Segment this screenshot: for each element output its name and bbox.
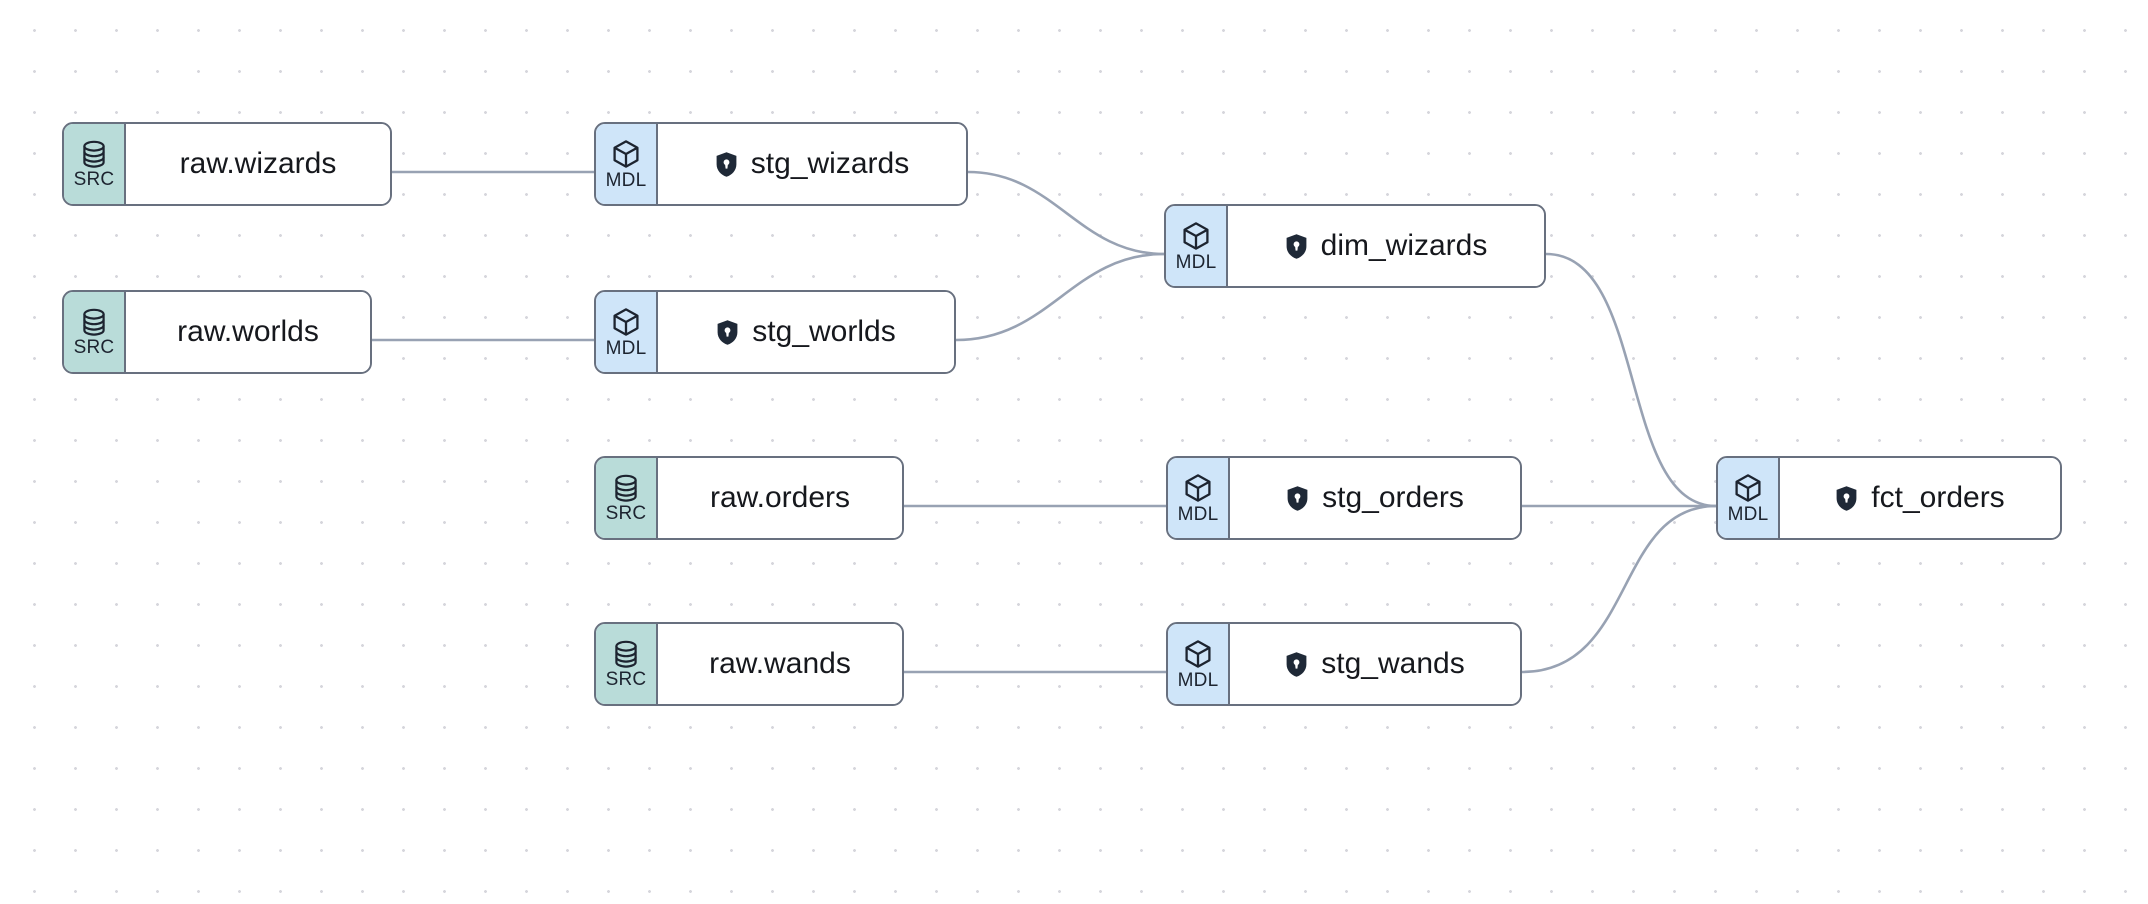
cube-icon [1185, 473, 1211, 502]
node-body: stg_orders [1230, 458, 1520, 538]
node-type-badge-mdl: MDL [1168, 458, 1230, 538]
edge-dim-wizards-to-fct-orders [1544, 252, 1718, 508]
node-type-badge-mdl: MDL [1166, 206, 1228, 286]
shield-lock-icon [1286, 233, 1307, 259]
node-type-badge-src: SRC [596, 624, 658, 704]
database-icon [83, 308, 105, 336]
badge-label: MDL [1177, 669, 1219, 691]
node-type-badge-mdl: MDL [1718, 458, 1780, 538]
node-label: raw.wizards [179, 147, 337, 180]
cube-icon [613, 307, 639, 336]
badge-label: MDL [1727, 503, 1769, 525]
node-type-badge-src: SRC [596, 458, 658, 538]
edge-stg-wands-to-fct-orders [1520, 504, 1718, 674]
node-body: raw.wizards [126, 124, 390, 204]
database-icon [615, 640, 637, 668]
badge-label: SRC [605, 502, 647, 524]
node-label: stg_wands [1321, 647, 1465, 680]
node-type-badge-mdl: MDL [596, 124, 658, 204]
node-body: fct_orders [1780, 458, 2060, 538]
badge-label: SRC [73, 336, 115, 358]
cube-icon [1183, 221, 1209, 250]
node-body: raw.wands [658, 624, 902, 704]
node-raw-worlds[interactable]: SRC raw.worlds [62, 290, 372, 374]
edge-stg-wizards-to-dim-wizards [966, 170, 1166, 256]
node-label: fct_orders [1871, 481, 2005, 514]
node-body: raw.orders [658, 458, 902, 538]
cube-icon [1185, 639, 1211, 668]
badge-label: MDL [605, 337, 647, 359]
node-dim-wizards[interactable]: MDL dim_wizards [1164, 204, 1546, 288]
badge-label: SRC [73, 168, 115, 190]
node-stg-worlds[interactable]: MDL stg_worlds [594, 290, 956, 374]
node-type-badge-src: SRC [64, 124, 126, 204]
node-raw-orders[interactable]: SRC raw.orders [594, 456, 904, 540]
badge-label: MDL [605, 169, 647, 191]
node-raw-wizards[interactable]: SRC raw.wizards [62, 122, 392, 206]
cube-icon [1735, 473, 1761, 502]
node-stg-wands[interactable]: MDL stg_wands [1166, 622, 1522, 706]
node-label: stg_orders [1322, 481, 1464, 514]
node-body: stg_worlds [658, 292, 954, 372]
badge-label: MDL [1177, 503, 1219, 525]
badge-label: SRC [605, 668, 647, 690]
node-label: stg_worlds [752, 315, 896, 348]
cube-icon [613, 139, 639, 168]
node-fct-orders[interactable]: MDL fct_orders [1716, 456, 2062, 540]
shield-lock-icon [1287, 485, 1308, 511]
node-label: raw.wands [709, 647, 851, 680]
node-body: stg_wands [1230, 624, 1520, 704]
shield-lock-icon [1836, 485, 1857, 511]
node-body: raw.worlds [126, 292, 370, 372]
badge-label: MDL [1175, 251, 1217, 273]
node-stg-wizards[interactable]: MDL stg_wizards [594, 122, 968, 206]
node-type-badge-mdl: MDL [1168, 624, 1230, 704]
node-type-badge-mdl: MDL [596, 292, 658, 372]
node-raw-wands[interactable]: SRC raw.wands [594, 622, 904, 706]
database-icon [83, 140, 105, 168]
node-label: dim_wizards [1320, 229, 1488, 262]
shield-lock-icon [716, 151, 737, 177]
node-label: stg_wizards [750, 147, 910, 180]
shield-lock-icon [1286, 651, 1307, 677]
node-stg-orders[interactable]: MDL stg_orders [1166, 456, 1522, 540]
shield-lock-icon [717, 319, 738, 345]
node-type-badge-src: SRC [64, 292, 126, 372]
database-icon [615, 474, 637, 502]
node-label: raw.orders [709, 481, 851, 514]
node-body: dim_wizards [1228, 206, 1544, 286]
node-body: stg_wizards [658, 124, 966, 204]
edge-stg-worlds-to-dim-wizards [954, 252, 1166, 342]
node-label: raw.worlds [177, 315, 319, 348]
